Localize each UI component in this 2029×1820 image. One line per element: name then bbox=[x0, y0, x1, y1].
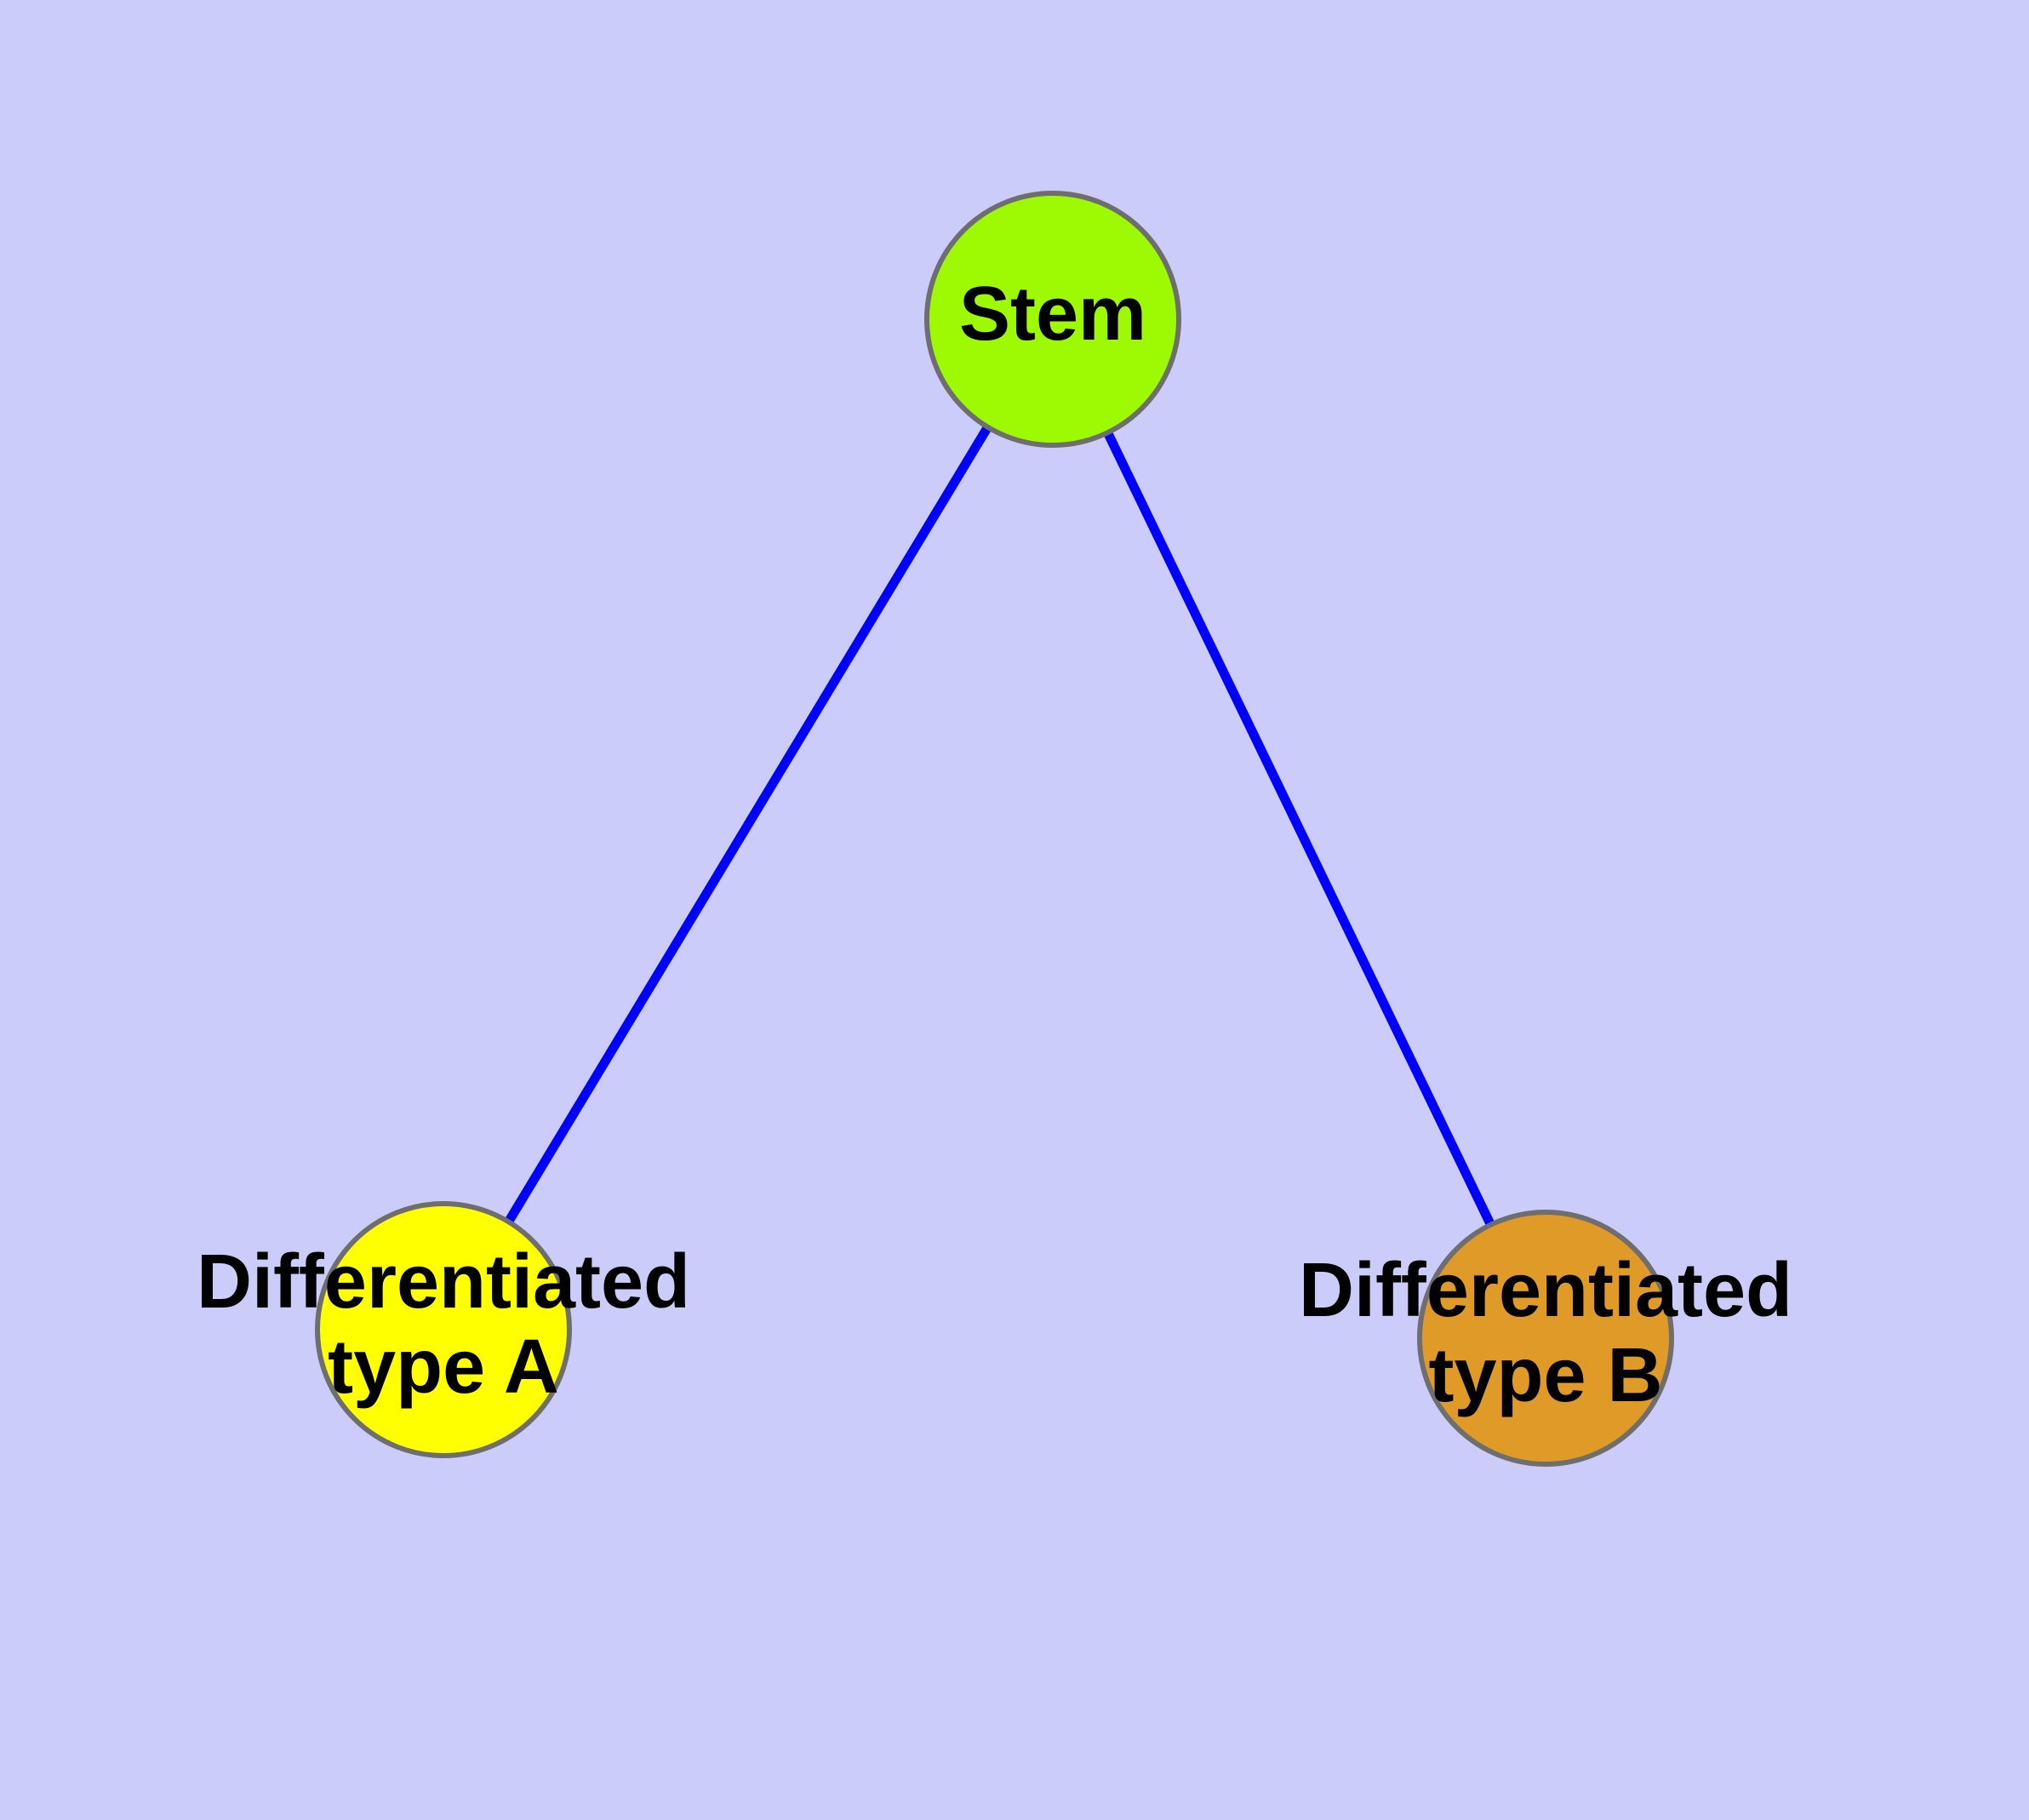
node-stem[interactable] bbox=[924, 191, 1181, 448]
edge-stem-to-differentiated-type-a[interactable] bbox=[504, 424, 992, 1225]
edges-layer bbox=[504, 424, 1495, 1228]
node-label-stem: Stem bbox=[959, 272, 1146, 357]
edge-stem-to-differentiated-type-b[interactable] bbox=[1103, 429, 1495, 1228]
node-differentiated-type-b[interactable] bbox=[1417, 1210, 1674, 1467]
node-differentiated-type-a[interactable] bbox=[315, 1201, 572, 1458]
node-circle-differentiated-type-a[interactable] bbox=[315, 1201, 572, 1458]
nodes-layer bbox=[315, 191, 1674, 1467]
node-circle-stem[interactable] bbox=[924, 191, 1181, 448]
node-circle-differentiated-type-b[interactable] bbox=[1417, 1210, 1674, 1467]
